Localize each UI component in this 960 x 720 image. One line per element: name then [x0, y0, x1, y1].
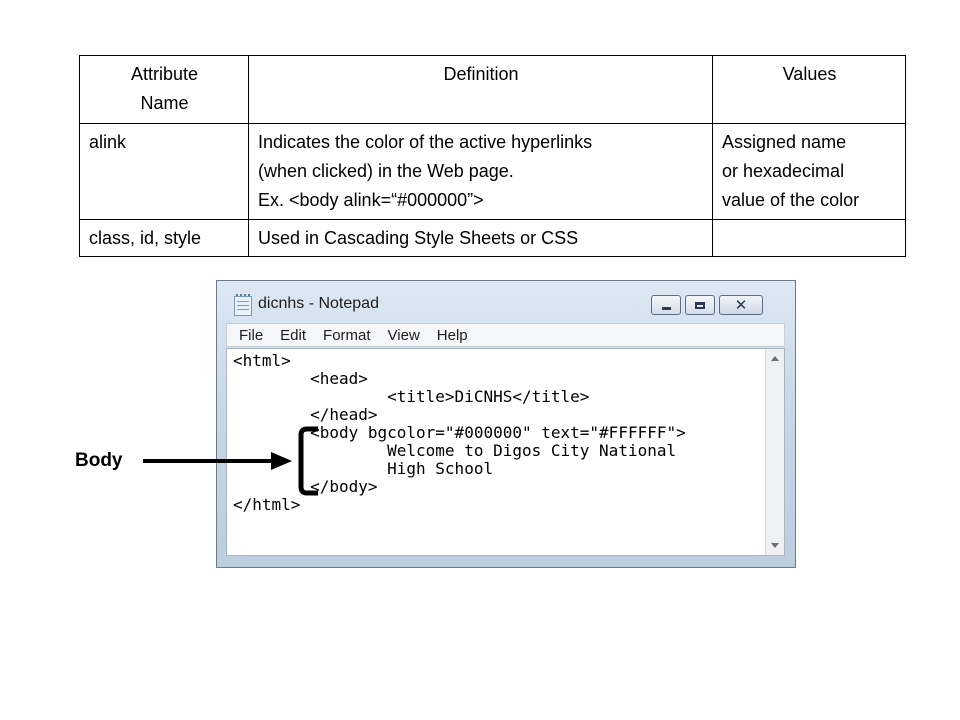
attribute-table: Attribute Name Definition Values alink I…: [79, 55, 906, 257]
code-line: High School: [233, 459, 494, 478]
code-line: <html>: [233, 351, 291, 370]
table-row: class, id, style Used in Cascading Style…: [79, 219, 906, 257]
menu-format[interactable]: Format: [323, 326, 371, 344]
cell-definition: Indicates the color of the active hyperl…: [248, 123, 713, 220]
code-line: </head>: [233, 405, 378, 424]
menu-edit[interactable]: Edit: [280, 326, 307, 344]
vertical-scrollbar[interactable]: [765, 349, 784, 555]
notepad-icon: [234, 294, 252, 316]
header-values: Values: [712, 55, 906, 124]
body-label: Body: [75, 450, 123, 471]
scroll-down-arrow-icon[interactable]: [771, 543, 779, 548]
code-line: <body bgcolor="#000000" text="#FFFFFF">: [233, 423, 686, 442]
cell-definition: Used in Cascading Style Sheets or CSS: [248, 219, 713, 257]
code-line: Welcome to Digos City National: [233, 441, 677, 460]
menu-bar: File Edit Format View Help: [226, 323, 785, 347]
maximize-icon: [695, 301, 705, 309]
table-row: alink Indicates the color of the active …: [79, 123, 906, 220]
menu-file[interactable]: File: [239, 326, 264, 344]
menu-help[interactable]: Help: [436, 326, 468, 344]
cell-values: Assigned name or hexadecimal value of th…: [712, 123, 906, 220]
notepad-window: dicnhs - Notepad ✕ File Edit Format View…: [216, 280, 796, 568]
minimize-button[interactable]: [651, 295, 681, 315]
annotation-arrow-head-icon: [271, 452, 292, 470]
text-editor-area[interactable]: <html> <head> <title>DiCNHS</title> </he…: [226, 348, 785, 556]
minimize-icon: [661, 306, 671, 310]
body-bracket-icon: [298, 426, 318, 496]
menu-view[interactable]: View: [387, 326, 420, 344]
scroll-up-arrow-icon[interactable]: [771, 356, 779, 361]
code-line: </body>: [233, 477, 378, 496]
table-header-row: Attribute Name Definition Values: [79, 55, 906, 124]
maximize-button[interactable]: [685, 295, 715, 315]
code-line: </html>: [233, 495, 301, 514]
close-icon: ✕: [734, 296, 748, 314]
code-text[interactable]: <html> <head> <title>DiCNHS</title> </he…: [233, 352, 686, 514]
cell-attribute-name: alink: [79, 123, 249, 220]
close-button[interactable]: ✕: [719, 295, 763, 315]
code-line: <head>: [233, 369, 368, 388]
window-controls: ✕: [651, 295, 763, 317]
header-attribute-name: Attribute Name: [79, 55, 249, 124]
code-line: <title>DiCNHS</title>: [233, 387, 590, 406]
header-definition: Definition: [248, 55, 713, 124]
window-title: dicnhs - Notepad: [258, 295, 379, 312]
cell-values: [712, 219, 906, 257]
